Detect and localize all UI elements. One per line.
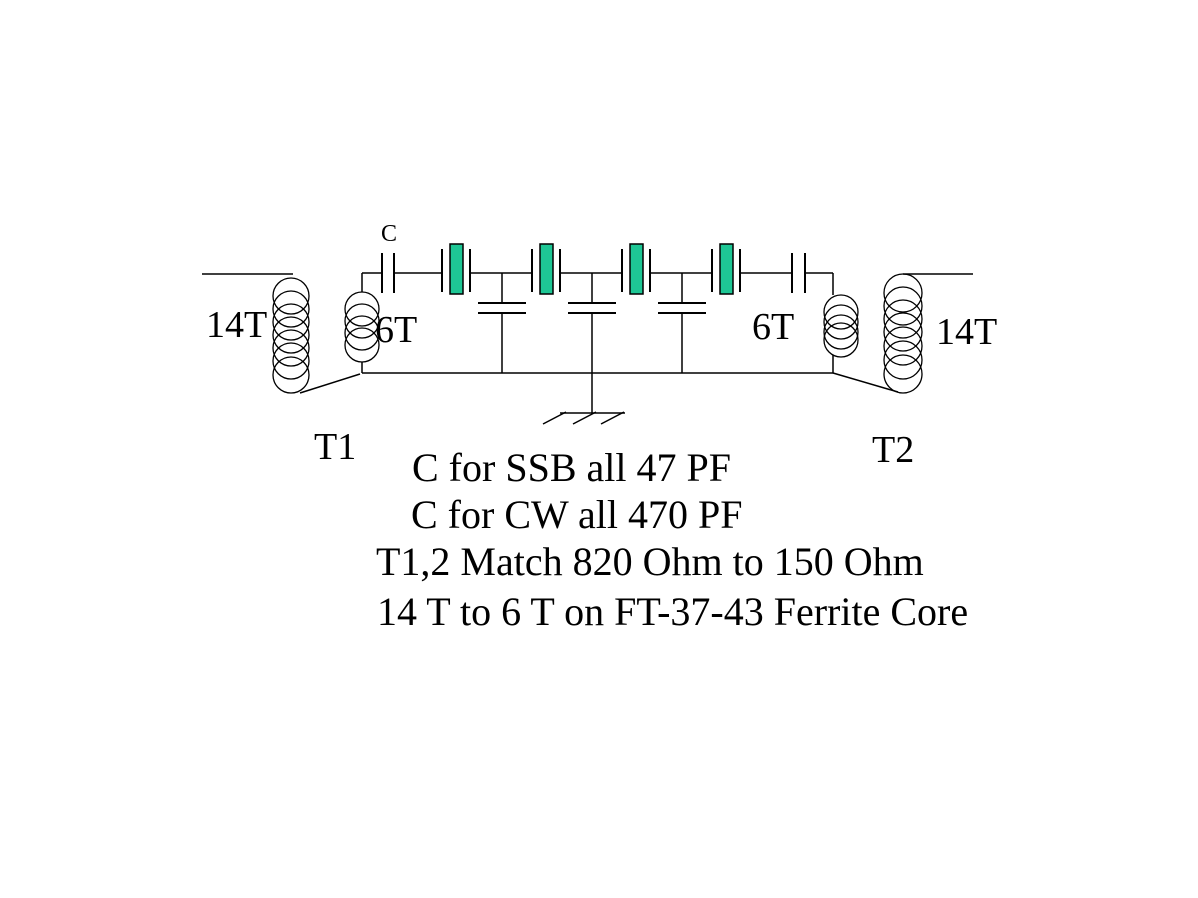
crystal-2 xyxy=(531,243,561,295)
shunt-capacitor-2 xyxy=(568,273,616,373)
t2-primary-turns-label: 14T xyxy=(936,311,998,353)
crystal-4 xyxy=(711,243,741,295)
t1-primary-turns-label: 14T xyxy=(206,304,268,346)
crystal-2-body xyxy=(539,243,554,295)
schematic-lines xyxy=(202,243,973,425)
note-capacitor-cw: C for CW all 470 PF xyxy=(411,492,743,537)
t1-secondary-coil-6t xyxy=(344,291,380,363)
transformer-t1 xyxy=(272,273,380,394)
ground-symbol xyxy=(542,373,625,425)
t1-secondary-turns-label: 6T xyxy=(375,309,418,351)
crystal-1-body xyxy=(449,243,464,295)
crystal-1 xyxy=(441,243,471,295)
t2-secondary-turns-label: 6T xyxy=(752,306,795,348)
note-capacitor-ssb: C for SSB all 47 PF xyxy=(412,445,731,490)
crystal-4-body xyxy=(719,243,734,295)
transformer-t2 xyxy=(823,273,923,394)
series-capacitor-label: C xyxy=(381,221,398,247)
t1-name-label: T1 xyxy=(314,426,357,468)
series-capacitor-c-left xyxy=(381,253,395,293)
t2-name-label: T2 xyxy=(872,429,915,471)
crystal-3-body xyxy=(629,243,644,295)
t2-primary-coil-14t xyxy=(883,273,923,394)
t1-primary-bottom-lead xyxy=(299,373,361,394)
series-capacitor-c-right xyxy=(791,253,806,293)
shunt-capacitor-1 xyxy=(478,273,526,373)
note-transformer-match: T1,2 Match 820 Ohm to 150 Ohm xyxy=(376,539,924,584)
t2-secondary-coil-6t xyxy=(823,294,859,358)
crystal-3 xyxy=(621,243,651,295)
t2-primary-bottom-lead xyxy=(832,372,899,393)
shunt-capacitor-3 xyxy=(658,273,706,373)
t1-primary-coil-14t xyxy=(272,277,310,394)
note-ferrite-core: 14 T to 6 T on FT-37-43 Ferrite Core xyxy=(377,589,969,634)
